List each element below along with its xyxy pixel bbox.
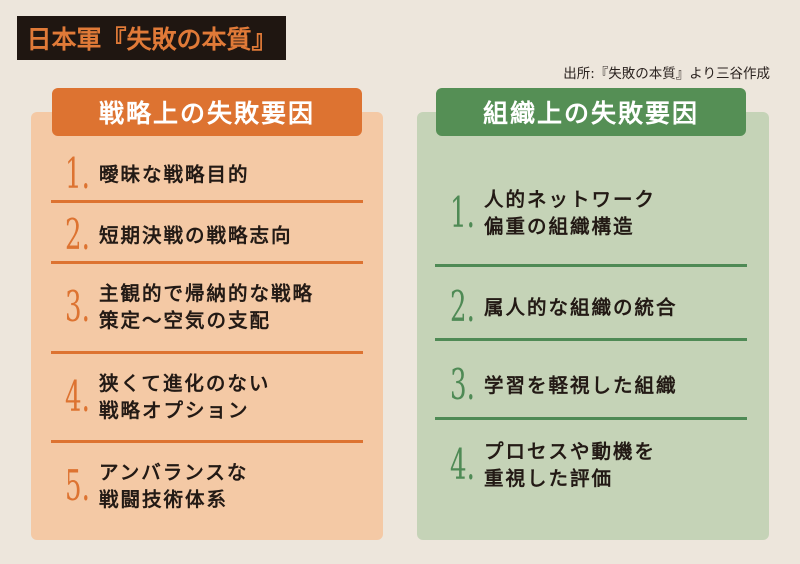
divider: [51, 351, 363, 354]
item-number: 1.: [450, 188, 475, 237]
item-number: 4.: [65, 372, 90, 421]
source-caption: 出所:『失敗の本質』より三谷作成: [563, 66, 770, 82]
list-item: 4. プロセスや動機を 重視した評価: [450, 438, 656, 492]
item-text: 人的ネットワーク 偏重の組織構造: [484, 188, 657, 238]
item-text: 曖昧な戦略目的: [99, 162, 250, 186]
list-item: 5. アンバランスな 戦闘技術体系: [65, 459, 248, 513]
list-item: 2. 短期決戦の戦略志向: [65, 214, 293, 256]
item-number: 2.: [65, 210, 90, 259]
list-item: 1. 曖昧な戦略目的: [65, 153, 250, 195]
divider: [51, 261, 363, 264]
divider: [435, 338, 747, 341]
item-number: 5.: [65, 461, 90, 510]
list-item: 3. 学習を軽視した組織: [450, 364, 678, 406]
divider: [51, 440, 363, 443]
divider: [435, 417, 747, 420]
item-number: 2.: [450, 282, 475, 331]
item-text: 属人的な組織の統合: [484, 295, 678, 319]
item-text: プロセスや動機を 重視した評価: [484, 440, 657, 490]
divider: [435, 264, 747, 267]
list-item: 1. 人的ネットワーク 偏重の組織構造: [450, 186, 656, 240]
list-item: 2. 属人的な組織の統合: [450, 286, 678, 328]
strategy-failures-panel: [31, 112, 383, 540]
list-item: 3. 主観的で帰納的な戦略 策定〜空気の支配: [65, 280, 314, 334]
strategy-failures-header: 戦略上の失敗要因: [52, 88, 362, 136]
item-text: 主観的で帰納的な戦略 策定〜空気の支配: [99, 282, 315, 332]
item-number: 4.: [450, 440, 475, 489]
item-number: 3.: [65, 282, 90, 331]
item-text: アンバランスな 戦闘技術体系: [99, 461, 249, 511]
title-banner: 日本軍『失敗の本質』: [17, 16, 286, 60]
item-text: 狭くて進化のない 戦略オプション: [99, 372, 271, 422]
divider: [51, 200, 363, 203]
item-text: 短期決戦の戦略志向: [99, 223, 293, 247]
item-number: 3.: [450, 360, 475, 409]
list-item: 4. 狭くて進化のない 戦略オプション: [65, 370, 270, 424]
organization-failures-header: 組織上の失敗要因: [436, 88, 746, 136]
page-title: 日本軍『失敗の本質』: [26, 25, 277, 54]
item-text: 学習を軽視した組織: [484, 373, 678, 397]
organization-failures-panel: [417, 112, 769, 540]
item-number: 1.: [65, 149, 90, 198]
